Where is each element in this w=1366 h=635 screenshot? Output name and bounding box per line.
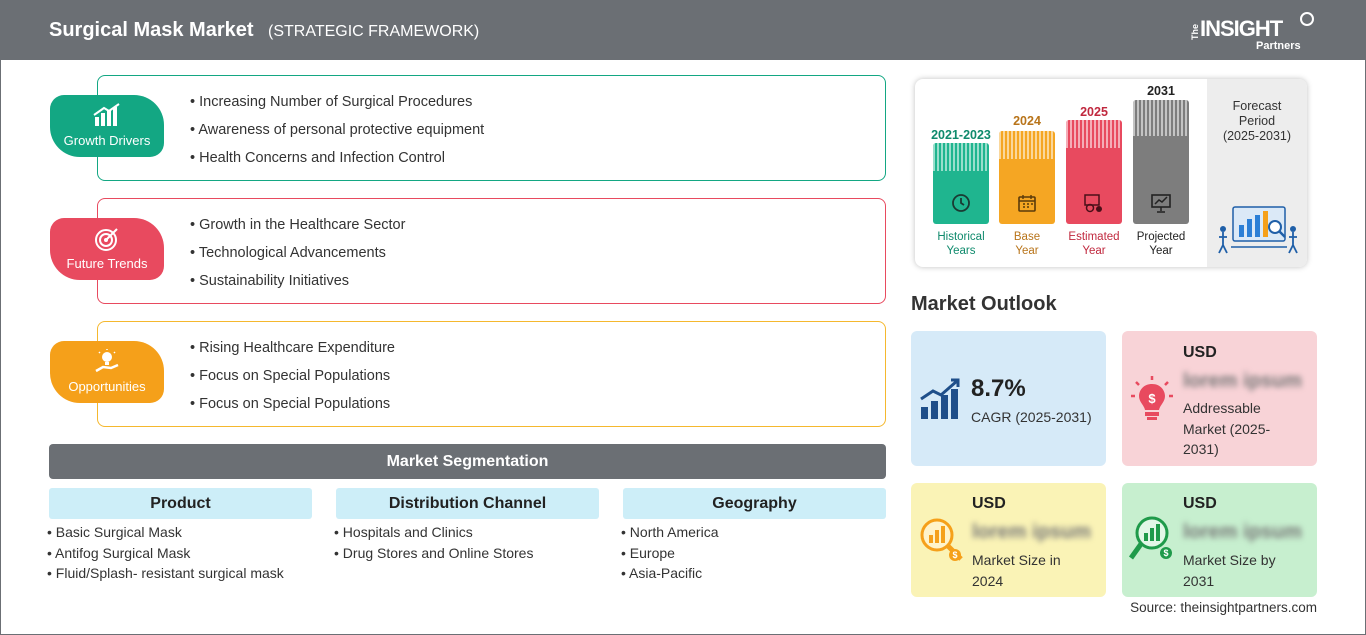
list-item: • Hospitals and Clinics — [334, 524, 473, 540]
list-item: • Asia-Pacific — [621, 565, 703, 581]
list-item: • Fluid/Splash- resistant surgical mask — [47, 565, 284, 581]
target-icon — [50, 226, 164, 251]
segment-heading-distribution: Distribution Channel — [336, 488, 599, 519]
timeline-bar — [933, 143, 989, 224]
growth-chart-icon — [50, 103, 164, 127]
opportunities-list: • Rising Healthcare Expenditure • Focus … — [190, 340, 395, 424]
page-subtitle: (STRATEGIC FRAMEWORK) — [268, 23, 480, 40]
svg-text:$: $ — [952, 550, 957, 560]
segment-list-product: • Basic Surgical Mask • Antifog Surgical… — [47, 524, 284, 586]
list-item: • Antifog Surgical Mask — [47, 544, 191, 561]
future-trends-box: • Growth in the Healthcare Sector • Tech… — [97, 198, 886, 304]
page-title: Surgical Mask Market — [49, 19, 254, 41]
list-item: • Focus on Special Populations — [190, 368, 391, 384]
gears-icon — [1066, 192, 1122, 214]
growth-drivers-list: • Increasing Number of Surgical Procedur… — [190, 94, 484, 178]
list-item: • Growth in the Healthcare Sector — [190, 217, 406, 233]
idea-dollar-icon: $ — [1131, 376, 1173, 420]
presentation-icon — [1133, 192, 1189, 214]
future-trends-badge: Future Trends — [50, 218, 164, 280]
header-bar: Surgical Mask Market (STRATEGIC FRAMEWOR… — [0, 0, 1366, 60]
size-2024-usd: USD — [972, 495, 1006, 512]
growth-drivers-badge: Growth Drivers — [50, 95, 164, 157]
cagr-value: 8.7% — [971, 375, 1026, 402]
timeline-year: 2024 — [1013, 114, 1041, 128]
segment-list-distribution: • Hospitals and Clinics • Drug Stores an… — [334, 524, 533, 565]
magnifier-chart-icon: $ — [920, 518, 963, 561]
market-outlook-title: Market Outlook — [911, 293, 1057, 315]
analytics-illustration-icon — [1218, 206, 1298, 254]
future-trends-list: • Growth in the Healthcare Sector • Tech… — [190, 217, 405, 301]
timeline-year: 2021-2023 — [931, 128, 991, 142]
badge-label: Opportunities — [68, 379, 146, 394]
segment-heading-product: Product — [49, 488, 312, 519]
list-item: • Increasing Number of Surgical Procedur… — [190, 94, 473, 110]
size-2031-usd: USD — [1183, 495, 1217, 512]
opportunities-badge: Opportunities — [50, 341, 164, 403]
forecast-label: Forecast — [1232, 99, 1282, 113]
segmentation-title: Market Segmentation — [49, 444, 886, 479]
cagr-label: CAGR (2025-2031) — [971, 409, 1092, 425]
list-item: • Awareness of personal protective equip… — [190, 122, 485, 138]
calendar-icon — [999, 192, 1055, 214]
list-item: • Health Concerns and Infection Control — [190, 150, 445, 166]
logo-insight: INSIGHT — [1200, 16, 1283, 41]
list-item: • Europe — [621, 544, 675, 561]
timeline-bar — [999, 131, 1055, 224]
forecast-label-2: Period — [1238, 114, 1276, 128]
magnifier-growth-icon: $ — [1128, 516, 1172, 560]
timeline-bar — [1133, 100, 1189, 224]
list-item: • Sustainability Initiatives — [190, 273, 350, 289]
logo-circle-icon — [1300, 12, 1314, 26]
forecast-range: (2025-2031) — [1222, 129, 1292, 143]
idea-hand-icon — [50, 349, 164, 373]
logo-partners: Partners — [1256, 40, 1301, 52]
segment-heading-geography: Geography — [623, 488, 886, 519]
logo-the: The — [1190, 23, 1200, 40]
forecast-panel: Forecast Period (2025-2031) — [1207, 79, 1307, 267]
list-item: • Drug Stores and Online Stores — [334, 544, 534, 561]
svg-text:$: $ — [1163, 548, 1168, 558]
timeline-year: 2025 — [1080, 105, 1108, 119]
timeline-year: 2031 — [1147, 84, 1175, 98]
list-item: • Rising Healthcare Expenditure — [190, 340, 395, 356]
history-icon — [933, 192, 989, 214]
source-link[interactable]: Source: theinsightpartners.com — [1130, 600, 1317, 615]
list-item: • Basic Surgical Mask — [47, 524, 182, 540]
cagr-card: 8.7% CAGR (2025-2031) — [911, 331, 1106, 466]
list-item: • North America — [621, 524, 719, 540]
timeline-card: Forecast Period (2025-2031) 2021-2023 Hi… — [915, 79, 1307, 267]
insight-partners-logo: The INSIGHT Partners — [1190, 10, 1315, 54]
svg-text:$: $ — [1148, 391, 1156, 406]
badge-label: Future Trends — [66, 256, 148, 271]
list-item: • Technological Advancements — [190, 245, 386, 261]
segment-list-geography: • North America • Europe • Asia-Pacific — [621, 524, 719, 586]
growth-drivers-box: • Increasing Number of Surgical Procedur… — [97, 75, 886, 181]
growth-bars-icon — [920, 378, 960, 419]
size-2024-value: lorem ipsum — [972, 521, 1091, 543]
timeline-bar — [1066, 120, 1122, 224]
addressable-usd: USD — [1183, 344, 1217, 361]
badge-label: Growth Drivers — [63, 133, 151, 148]
addressable-value: lorem ipsum — [1183, 370, 1302, 392]
size-2031-value: lorem ipsum — [1183, 521, 1302, 543]
opportunities-box: • Rising Healthcare Expenditure • Focus … — [97, 321, 886, 427]
list-item: • Focus on Special Populations — [190, 396, 391, 412]
